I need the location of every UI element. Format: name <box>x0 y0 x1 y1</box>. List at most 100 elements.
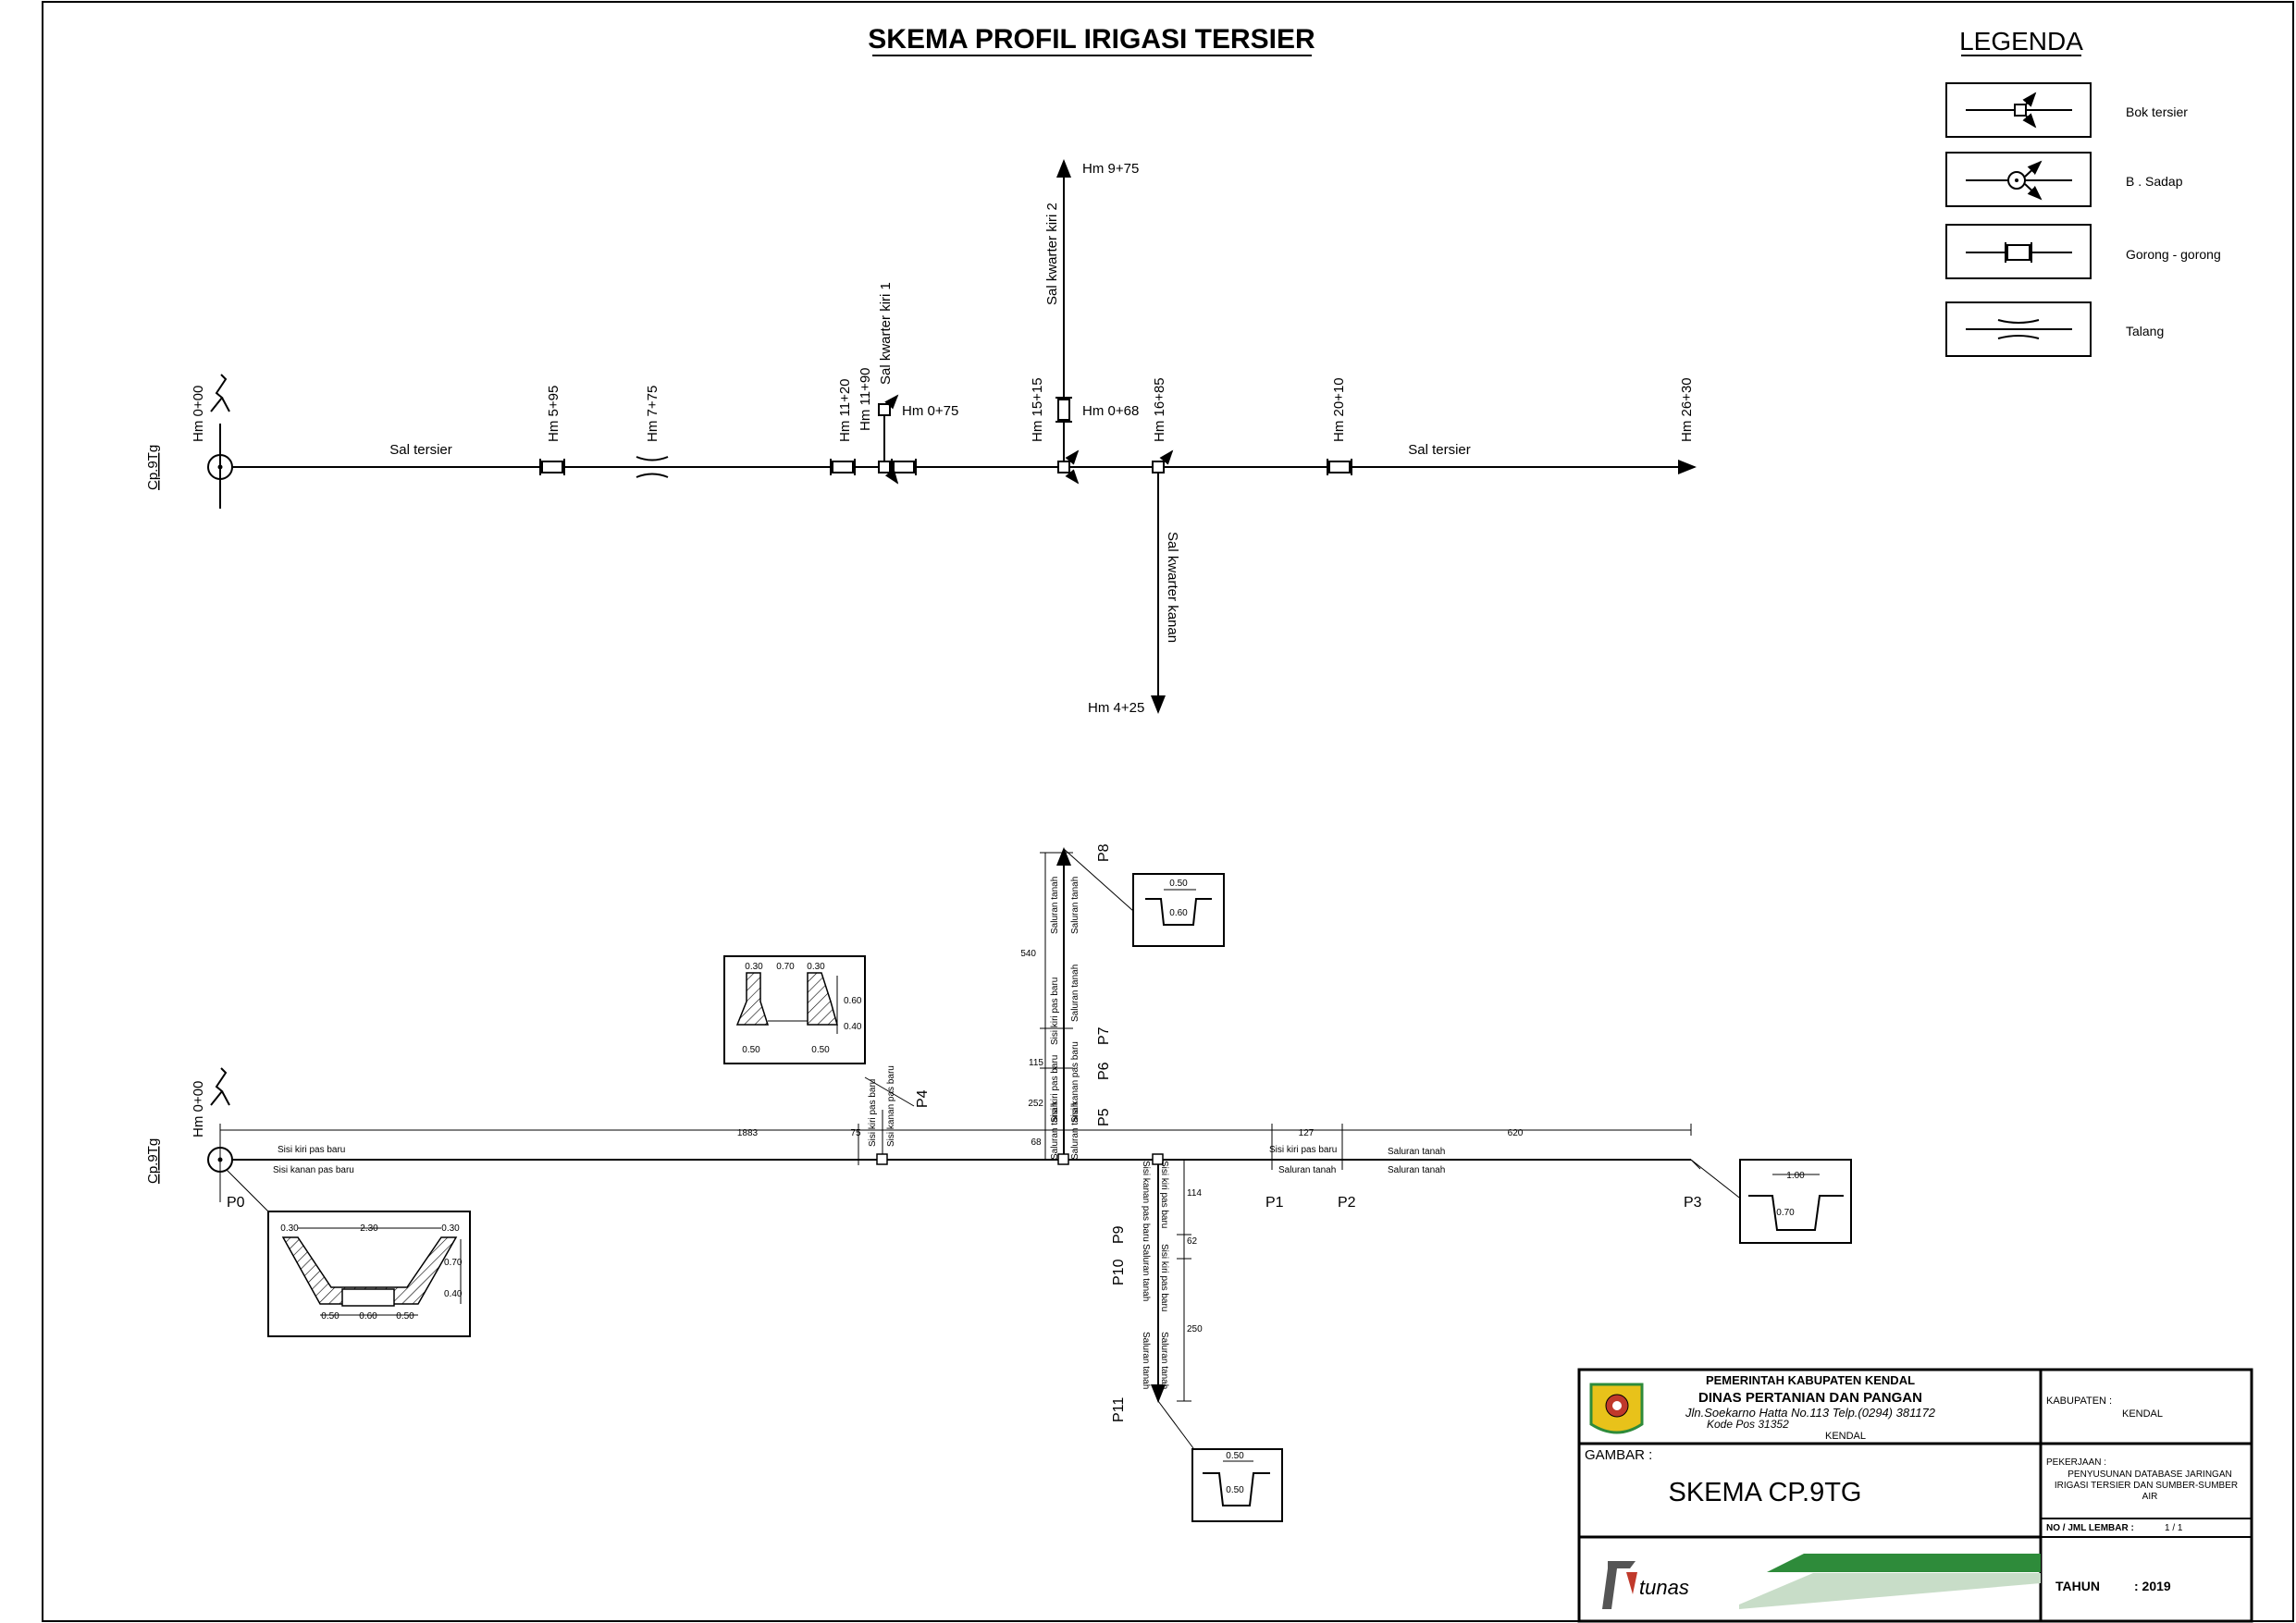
lining-label: Saluran tanah <box>1159 1332 1169 1389</box>
gambar-label: GAMBAR : <box>1585 1447 1652 1463</box>
gorong-gorong-symbol <box>1055 397 1072 423</box>
gorong-gorong-symbol <box>1327 459 1352 475</box>
bok-tersier-symbol <box>1152 461 1165 473</box>
cross-section-p11: 0.50 0.50 <box>1191 1448 1283 1522</box>
intake-icon <box>210 374 230 412</box>
legend-title: LEGENDA <box>1959 27 2083 55</box>
dim-label: 127 <box>1299 1128 1315 1138</box>
lining-label: Sisi kiri pas baru <box>1050 977 1060 1045</box>
cross-section-p4: 0.30 0.70 0.30 0.60 0.40 0.50 0.50 <box>723 955 866 1064</box>
legend-label-gorong: Gorong - gorong <box>2126 247 2221 262</box>
lining-label: Sisi kanan pas baru <box>1070 1041 1080 1123</box>
dim-label: 0.50 <box>1226 1451 1244 1461</box>
branch-kiri-2-mid: Hm 0+68 <box>1082 403 1139 419</box>
dim-label: 0.30 <box>807 962 825 972</box>
lining-label: Saluran tanah <box>1050 877 1060 934</box>
pekerjaan-line-1: PENYUSUNAN DATABASE JARINGAN <box>2068 1469 2231 1480</box>
point-label: P11 <box>1111 1397 1127 1422</box>
tahun-label: TAHUN <box>2055 1579 2100 1593</box>
irrigation-profile: Cp.9Tg Hm 0+00 1883 75 68 127 620 Sisi k… <box>145 843 1744 1449</box>
station-label: Hm 16+85 <box>1152 377 1167 442</box>
gorong-gorong-symbol <box>539 459 565 475</box>
dim-label: 0.60 <box>1169 908 1188 918</box>
lining-label: Saluran tanah <box>1141 1332 1151 1389</box>
agency-line-2: DINAS PERTANIAN DAN PANGAN <box>1698 1390 1922 1406</box>
dim-label: 620 <box>1508 1128 1524 1138</box>
dim-label: 1883 <box>737 1128 759 1138</box>
svg-text:tunas: tunas <box>1639 1576 1689 1599</box>
dim-label: 75 <box>850 1128 861 1138</box>
gorong-gorong-symbol <box>830 459 856 475</box>
schema-start-label: Hm 0+00 <box>191 386 206 442</box>
branch-kiri-2-label: Sal kwarter kiri 2 <box>1044 203 1060 305</box>
dim-label: 0.50 <box>396 1311 414 1322</box>
pekerjaan-line-2: IRIGASI TERSIER DAN SUMBER-SUMBER <box>2055 1481 2238 1491</box>
station-label: Hm 11+90 <box>858 367 873 431</box>
dim-label: 0.70 <box>776 962 795 972</box>
point-label: P5 <box>1096 1108 1112 1126</box>
dim-label: 2.30 <box>360 1223 378 1234</box>
lining-label: Saluran tanah <box>1141 1244 1151 1301</box>
dim-label: 250 <box>1187 1324 1203 1334</box>
station-label: Hm 15+15 <box>1030 377 1045 442</box>
point-label: P8 <box>1096 843 1112 862</box>
dim-label: 68 <box>1031 1137 1042 1148</box>
intake-icon <box>210 1067 230 1106</box>
tunas-logo-icon: tunas <box>1602 1554 2041 1609</box>
branch-kiri-1-label: Sal kwarter kiri 1 <box>878 282 894 385</box>
kendal-emblem-icon <box>1589 1383 1644 1434</box>
station-label: Hm 7+75 <box>645 386 660 442</box>
profile-start-label: Hm 0+00 <box>191 1081 206 1137</box>
address-line-1: Jln.Soekarno Hatta No.113 Telp.(0294) 38… <box>1685 1406 1936 1420</box>
bok-tersier-symbol <box>1057 461 1070 473</box>
address-city: KENDAL <box>1825 1431 1866 1442</box>
lining-label: Saluran tanah <box>1388 1147 1445 1157</box>
legend: LEGENDA <box>1945 27 2221 357</box>
station-label: Hm 5+95 <box>546 386 562 442</box>
dim-label: 0.50 <box>1226 1485 1244 1495</box>
station-label: Hm 11+20 <box>837 378 853 442</box>
legend-label-bok: Bok tersier <box>2126 105 2188 119</box>
dim-label: 0.30 <box>441 1223 460 1234</box>
branch-kiri-2-end: Hm 9+75 <box>1082 161 1139 177</box>
dim-label: 540 <box>1020 949 1036 959</box>
lining-label: Sisi kanan pas baru <box>273 1165 354 1175</box>
dim-label: 0.70 <box>1776 1208 1795 1218</box>
lembar-value: 1 / 1 <box>2165 1523 2183 1533</box>
lining-label: Saluran tanah <box>1070 1102 1080 1160</box>
dim-label: 62 <box>1187 1236 1198 1247</box>
dim-label: 114 <box>1187 1188 1202 1199</box>
cross-section-p8: 0.50 0.60 <box>1132 873 1225 947</box>
agency-line-1: PEMERINTAH KABUPATEN KENDAL <box>1706 1373 1915 1387</box>
kabupaten-label: KABUPATEN : <box>2046 1396 2112 1407</box>
dim-label: 0.50 <box>742 1045 760 1055</box>
lining-label: Sisi kiri pas baru <box>868 1079 878 1147</box>
tahun-value: : 2019 <box>2134 1579 2171 1593</box>
lining-label: Sisi kiri pas baru <box>1050 1055 1060 1123</box>
lining-label: Sisi kanan pas baru <box>886 1065 896 1147</box>
page-title: SKEMA PROFIL IRIGASI TERSIER <box>868 24 1315 55</box>
lining-label: Saluran tanah <box>1050 1102 1060 1160</box>
dim-label: 0.60 <box>844 996 862 1006</box>
lining-label: Sisi kanan pas baru <box>1141 1161 1151 1242</box>
point-label: P7 <box>1096 1027 1112 1045</box>
cross-section-p3: 1.00 0.70 <box>1739 1159 1852 1244</box>
lining-label: Saluran tanah <box>1388 1165 1445 1175</box>
talang-symbol <box>636 456 669 478</box>
point-label: P6 <box>1096 1062 1112 1080</box>
point-label: P2 <box>1338 1195 1356 1211</box>
bok-tersier-symbol <box>1966 92 2072 129</box>
gambar-value: SKEMA CP.9TG <box>1669 1478 1862 1507</box>
point-label: P0 <box>227 1195 245 1211</box>
point-label: P4 <box>915 1089 931 1108</box>
lembar-label: NO / JML LEMBAR : <box>2046 1523 2134 1533</box>
dim-label: 0.40 <box>444 1289 463 1299</box>
dim-label: 0.30 <box>745 962 763 972</box>
lining-label: Sisi kiri pas baru <box>1269 1145 1337 1155</box>
pekerjaan-line-3: AIR <box>2142 1492 2158 1502</box>
gorong-gorong-symbol <box>1966 242 2072 263</box>
bok-tersier-symbol <box>878 459 917 485</box>
point-label: P9 <box>1111 1225 1127 1244</box>
address-line-2: Kode Pos 31352 <box>1707 1418 1789 1431</box>
